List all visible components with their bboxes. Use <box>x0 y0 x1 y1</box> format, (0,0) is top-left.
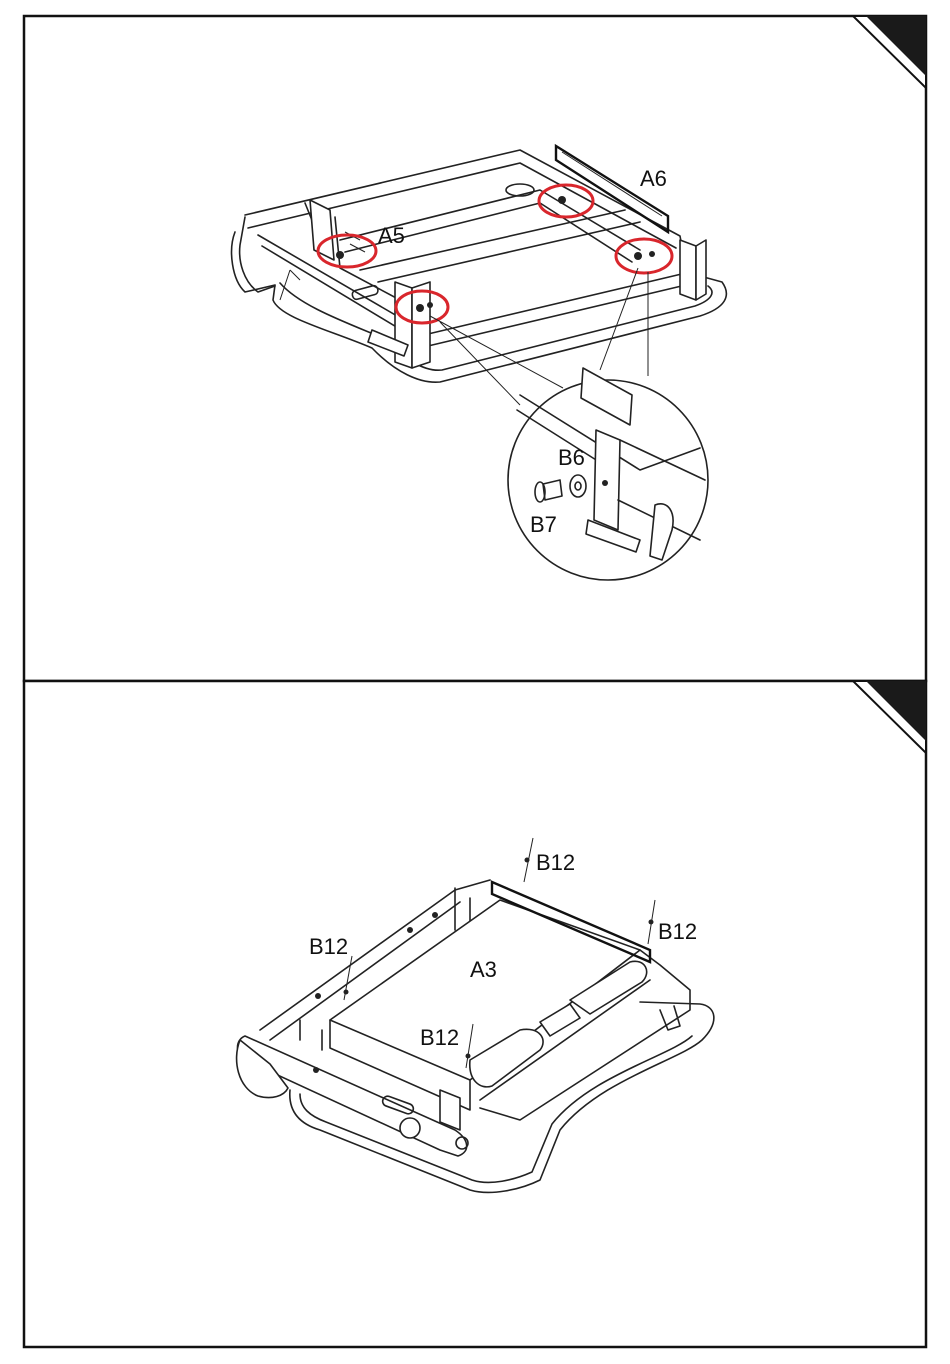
detail-post <box>594 430 620 530</box>
washer-b6-icon <box>570 475 586 497</box>
step-panel-1: A6 A5 B6 B7 <box>24 16 926 681</box>
label-b12-top: B12 <box>536 850 575 875</box>
post-right <box>680 240 696 300</box>
post-right-side <box>696 240 706 300</box>
label-b12-right: B12 <box>658 919 697 944</box>
screw-b12-left-icon <box>344 990 349 995</box>
label-b7: B7 <box>530 512 557 537</box>
step-panel-2: B12 B12 B12 A3 B12 <box>24 681 926 1347</box>
panel-1-border <box>24 16 926 681</box>
screw-b12-right-icon <box>649 920 654 925</box>
bolt-front <box>416 304 424 312</box>
bolt-right <box>634 252 642 260</box>
label-a6: A6 <box>640 166 667 191</box>
bolt-a6 <box>558 196 566 204</box>
screw-b12-top-icon <box>525 858 530 863</box>
screw-b12-mid-icon <box>466 1054 471 1059</box>
post-front-left-side <box>412 282 430 368</box>
label-a5: A5 <box>378 223 405 248</box>
label-b6: B6 <box>558 445 585 470</box>
label-a3: A3 <box>470 957 497 982</box>
bracket-left-post <box>440 1090 460 1130</box>
label-b12-left: B12 <box>309 934 348 959</box>
bolt-a5 <box>336 251 344 259</box>
label-b12-mid: B12 <box>420 1025 459 1050</box>
adjust-knob <box>400 1118 420 1138</box>
